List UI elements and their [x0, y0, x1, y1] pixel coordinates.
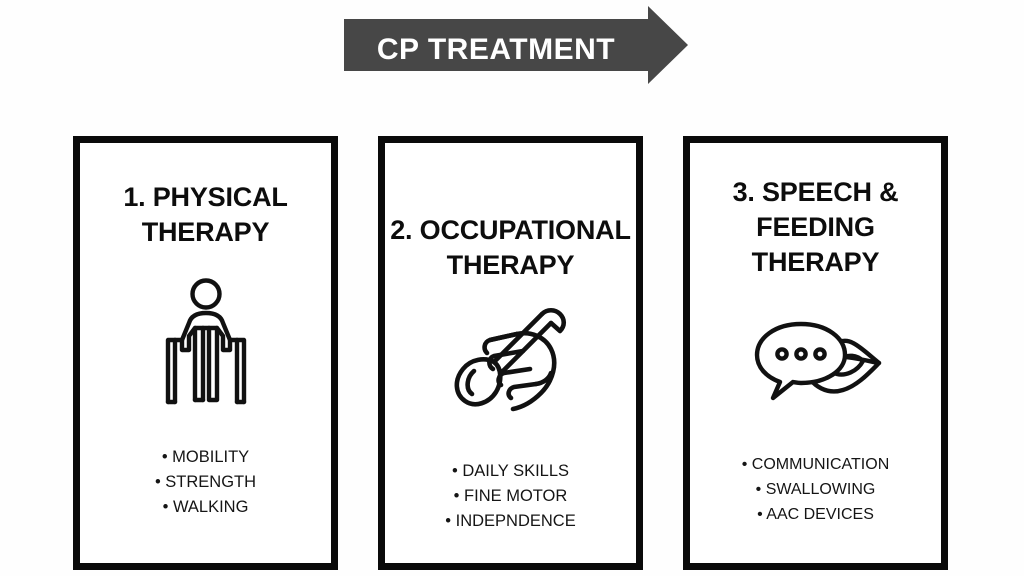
list-item: • WALKING: [162, 498, 249, 516]
card-title-line2: FEEDING: [756, 212, 875, 242]
card-bullet-list: • DAILY SKILLS • FINE MOTOR • INDEPNDENC…: [445, 459, 575, 534]
list-item: • INDEPNDENCE: [445, 512, 576, 530]
card-icon: [151, 278, 261, 408]
card-icon: [441, 299, 581, 417]
list-item: • STRENGTH: [154, 473, 257, 491]
list-item: • COMMUNICATION: [741, 456, 890, 473]
card-bullet-list: • COMMUNICATION • SWALLOWING • AAC DEVIC…: [742, 452, 890, 527]
card-title-line1: 1. PHYSICAL: [123, 182, 288, 212]
list-item: • DAILY SKILLS: [451, 462, 570, 480]
card-title-line2: THERAPY: [141, 217, 270, 247]
list-item: • AAC DEVICES: [757, 506, 874, 523]
card-content: 2. OCCUPATIONAL THERAPY: [371, 143, 650, 563]
header-banner: CP TREATMENT: [344, 6, 688, 84]
list-item: • SWALLOWING: [755, 481, 876, 498]
arrow-banner-icon: [344, 6, 688, 84]
card-icon: [741, 310, 891, 418]
card-title: 2. OCCUPATIONAL THERAPY: [390, 213, 631, 283]
card-speech-feeding-therapy[interactable]: 3. SPEECH & FEEDING THERAPY: [683, 136, 948, 570]
banner-title: CP TREATMENT: [376, 33, 616, 66]
card-content: 1. PHYSICAL THERAPY: [66, 143, 345, 563]
card-title-line1: 3. SPEECH &: [732, 177, 899, 207]
card-occupational-therapy[interactable]: 2. OCCUPATIONAL THERAPY: [378, 136, 643, 570]
card-title-line3: THERAPY: [751, 247, 880, 277]
card-title-line1: 2. OCCUPATIONAL: [390, 215, 631, 245]
speech-bubble-and-lips-icon: [754, 321, 881, 401]
card-physical-therapy[interactable]: 1. PHYSICAL THERAPY: [73, 136, 338, 570]
card-content: 3. SPEECH & FEEDING THERAPY: [676, 143, 955, 563]
hand-holding-spoon-icon: [454, 307, 566, 412]
card-title: 3. SPEECH & FEEDING THERAPY: [733, 175, 899, 280]
card-title-line2: THERAPY: [446, 250, 575, 280]
list-item: • MOBILITY: [161, 448, 250, 466]
card-bullet-list: • MOBILITY • STRENGTH • WALKING: [155, 445, 256, 520]
person-with-walker-icon: [165, 278, 246, 405]
list-item: • FINE MOTOR: [453, 487, 568, 505]
card-title: 1. PHYSICAL THERAPY: [123, 180, 288, 250]
